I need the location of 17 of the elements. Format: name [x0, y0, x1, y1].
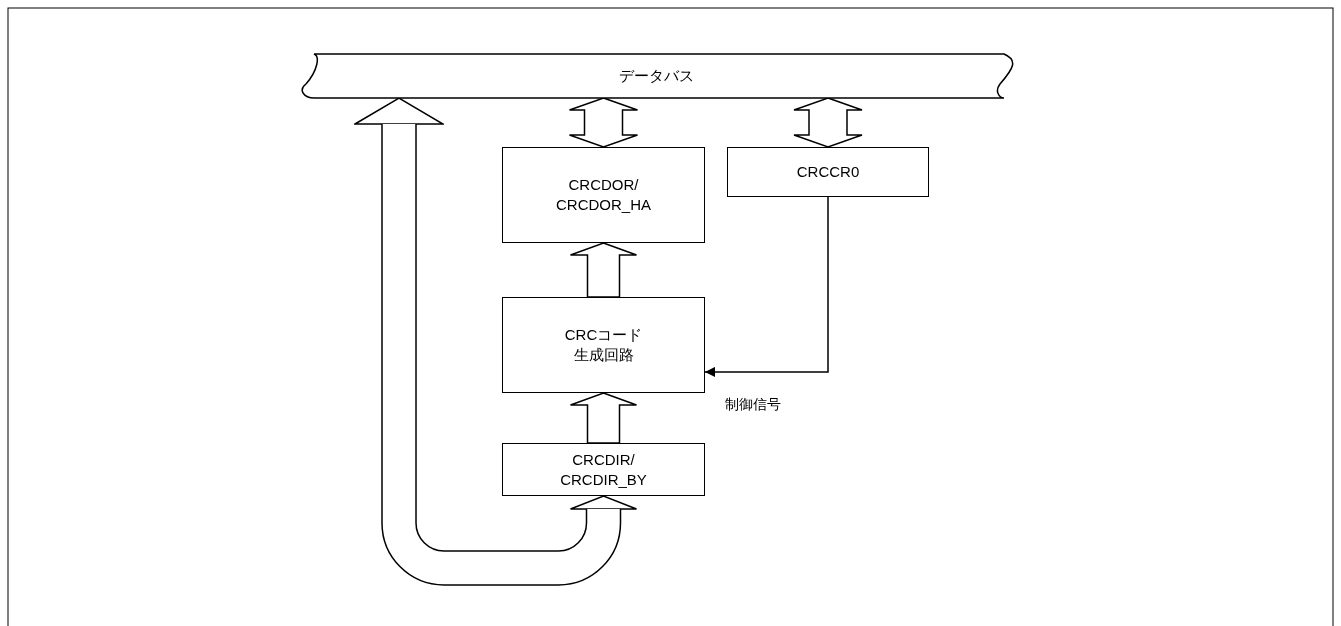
- node-label: CRCコード生成回路: [563, 325, 644, 365]
- node-label: CRCDIR/ CRCDIR_BY: [559, 449, 648, 490]
- register-box: [502, 147, 705, 243]
- block-arrow: [569, 392, 638, 444]
- node-label: CRCCR0: [796, 162, 860, 182]
- node-label: CRCDOR/ CRCDOR_HA: [555, 175, 652, 215]
- block-arrow: [354, 97, 638, 586]
- register-box: [502, 443, 705, 496]
- edge-label: 制御信号: [723, 395, 783, 414]
- block-arrow: [569, 242, 638, 298]
- node-label: データバス: [618, 66, 694, 86]
- block-arrow: [568, 97, 639, 148]
- register-box: [727, 147, 929, 197]
- block-arrow: [793, 97, 863, 148]
- signal-arrow: [704, 196, 829, 377]
- bus-band: [298, 54, 1014, 98]
- register-box: [502, 297, 705, 393]
